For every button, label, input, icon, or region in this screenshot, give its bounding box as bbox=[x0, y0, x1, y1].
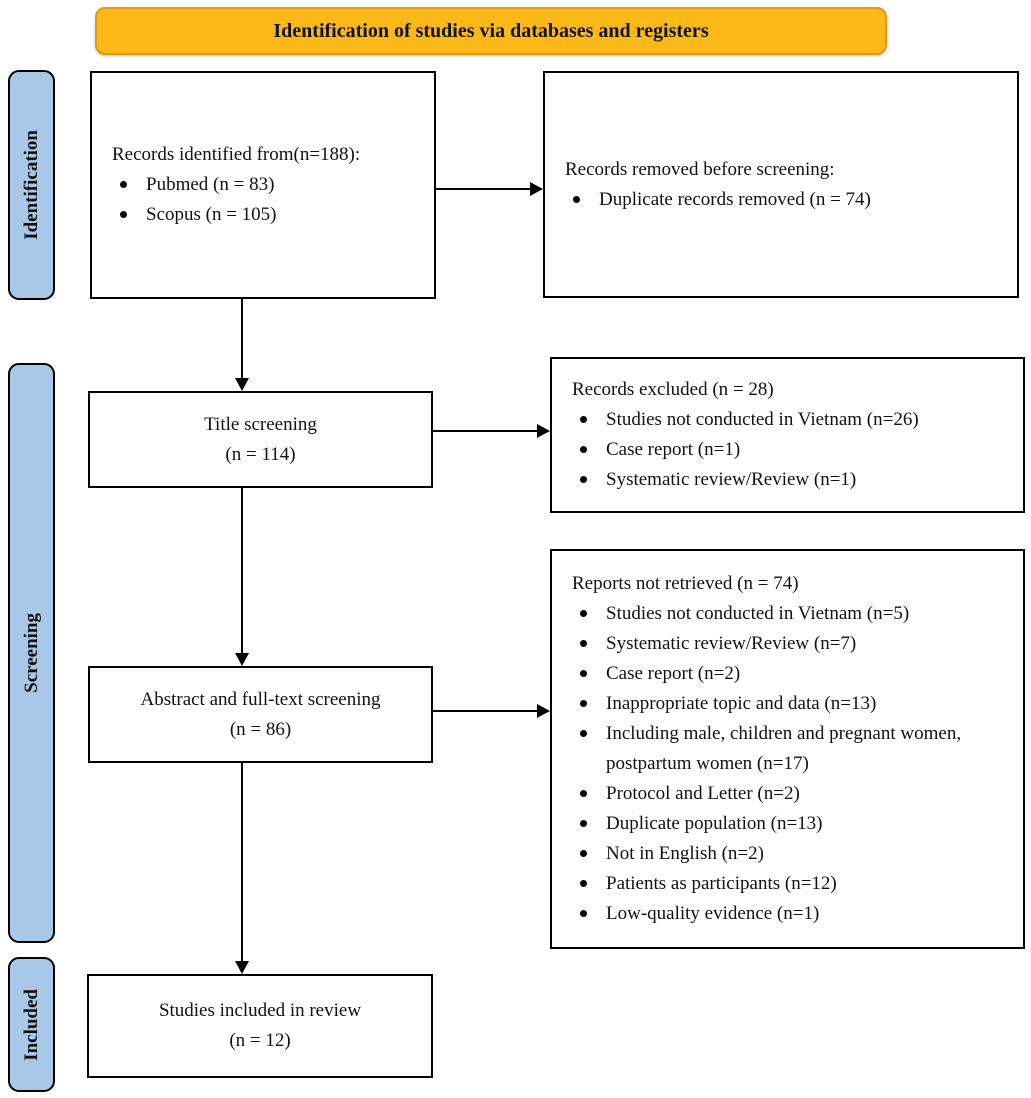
stage-label-identification: Identification bbox=[20, 130, 42, 240]
bullet-item: Scopus (n = 105) bbox=[112, 200, 424, 230]
arrow-head-right-icon bbox=[537, 424, 550, 438]
bullet-item: Studies not conducted in Vietnam (n=5) bbox=[572, 599, 1013, 629]
arrow-identified-to-removed bbox=[436, 182, 543, 196]
banner-title: Identification of studies via databases … bbox=[273, 20, 709, 42]
box-reports-not-retrieved-list: Studies not conducted in Vietnam (n=5)Sy… bbox=[572, 599, 1013, 929]
box-records-excluded-title: Records excluded (n = 28) bbox=[572, 379, 774, 400]
stage-label-included: Included bbox=[20, 988, 42, 1061]
box-records-excluded-list: Studies not conducted in Vietnam (n=26)C… bbox=[572, 405, 1013, 495]
stage-label-screening: Screening bbox=[20, 613, 42, 693]
stage-bar-screening: Screening bbox=[8, 363, 55, 943]
arrow-abstract-to-not-retrieved bbox=[433, 704, 550, 718]
box-reports-not-retrieved-title: Reports not retrieved (n = 74) bbox=[572, 573, 799, 594]
arrow-shaft bbox=[436, 188, 532, 190]
arrow-head-right-icon bbox=[530, 182, 543, 196]
box-abstract-screening-line2: (n = 86) bbox=[229, 718, 292, 740]
arrow-head-down-icon bbox=[235, 378, 249, 391]
bullet-item: Studies not conducted in Vietnam (n=26) bbox=[572, 405, 1013, 435]
box-title-screening-line1: Title screening bbox=[204, 413, 317, 435]
arrow-head-right-icon bbox=[537, 704, 550, 718]
bullet-item: Duplicate population (n=13) bbox=[572, 809, 1013, 839]
box-abstract-screening-line1: Abstract and full-text screening bbox=[140, 688, 381, 710]
box-title-screening-line2: (n = 114) bbox=[225, 443, 296, 465]
bullet-item: Inappropriate topic and data (n=13) bbox=[572, 689, 1013, 719]
arrow-shaft bbox=[433, 710, 539, 712]
box-records-identified-list: Pubmed (n = 83)Scopus (n = 105) bbox=[112, 170, 424, 230]
box-studies-included-line1: Studies included in review bbox=[158, 1000, 362, 1021]
banner: Identification of studies via databases … bbox=[95, 7, 887, 55]
arrow-head-down-icon bbox=[235, 653, 249, 666]
box-reports-not-retrieved: Reports not retrieved (n = 74) Studies n… bbox=[550, 549, 1025, 949]
arrow-identified-to-title-screening bbox=[235, 299, 249, 391]
arrow-shaft bbox=[433, 430, 539, 432]
arrow-shaft bbox=[241, 488, 243, 655]
bullet-item: Protocol and Letter (n=2) bbox=[572, 779, 1013, 809]
bullet-item: Pubmed (n = 83) bbox=[112, 170, 424, 200]
bullet-item: Patients as participants (n=12) bbox=[572, 869, 1013, 899]
bullet-item: Not in English (n=2) bbox=[572, 839, 1013, 869]
bullet-item: Systematic review/Review (n=1) bbox=[572, 465, 1013, 495]
arrow-title-to-excluded bbox=[433, 424, 550, 438]
arrow-title-to-abstract-screening bbox=[235, 488, 249, 666]
bullet-item: Case report (n=1) bbox=[572, 435, 1013, 465]
bullet-item: Duplicate records removed (n = 74) bbox=[565, 185, 1007, 215]
box-abstract-screening: Abstract and full-text screening (n = 86… bbox=[88, 666, 433, 763]
bullet-item: Including male, children and pregnant wo… bbox=[572, 719, 1013, 779]
stage-bar-identification: Identification bbox=[8, 70, 55, 300]
arrow-head-down-icon bbox=[235, 961, 249, 974]
bullet-item: Case report (n=2) bbox=[572, 659, 1013, 689]
box-title-screening: Title screening (n = 114) bbox=[88, 391, 433, 488]
bullet-item: Low-quality evidence (n=1) bbox=[572, 899, 1013, 929]
stage-bar-included: Included bbox=[8, 957, 55, 1092]
arrow-abstract-to-included bbox=[235, 763, 249, 974]
box-records-removed-list: Duplicate records removed (n = 74) bbox=[565, 185, 1007, 215]
box-studies-included-line2: (n = 12) bbox=[229, 1030, 291, 1051]
box-records-identified-title: Records identified from(n=188): bbox=[112, 144, 361, 165]
box-records-removed: Records removed before screening: Duplic… bbox=[543, 71, 1019, 298]
box-records-excluded: Records excluded (n = 28) Studies not co… bbox=[550, 357, 1025, 513]
arrow-shaft bbox=[241, 763, 243, 963]
bullet-item: Systematic review/Review (n=7) bbox=[572, 629, 1013, 659]
box-records-identified: Records identified from(n=188): Pubmed (… bbox=[90, 71, 436, 299]
box-records-removed-title: Records removed before screening: bbox=[565, 158, 835, 180]
arrow-shaft bbox=[241, 299, 243, 380]
box-studies-included: Studies included in review (n = 12) bbox=[87, 974, 433, 1078]
